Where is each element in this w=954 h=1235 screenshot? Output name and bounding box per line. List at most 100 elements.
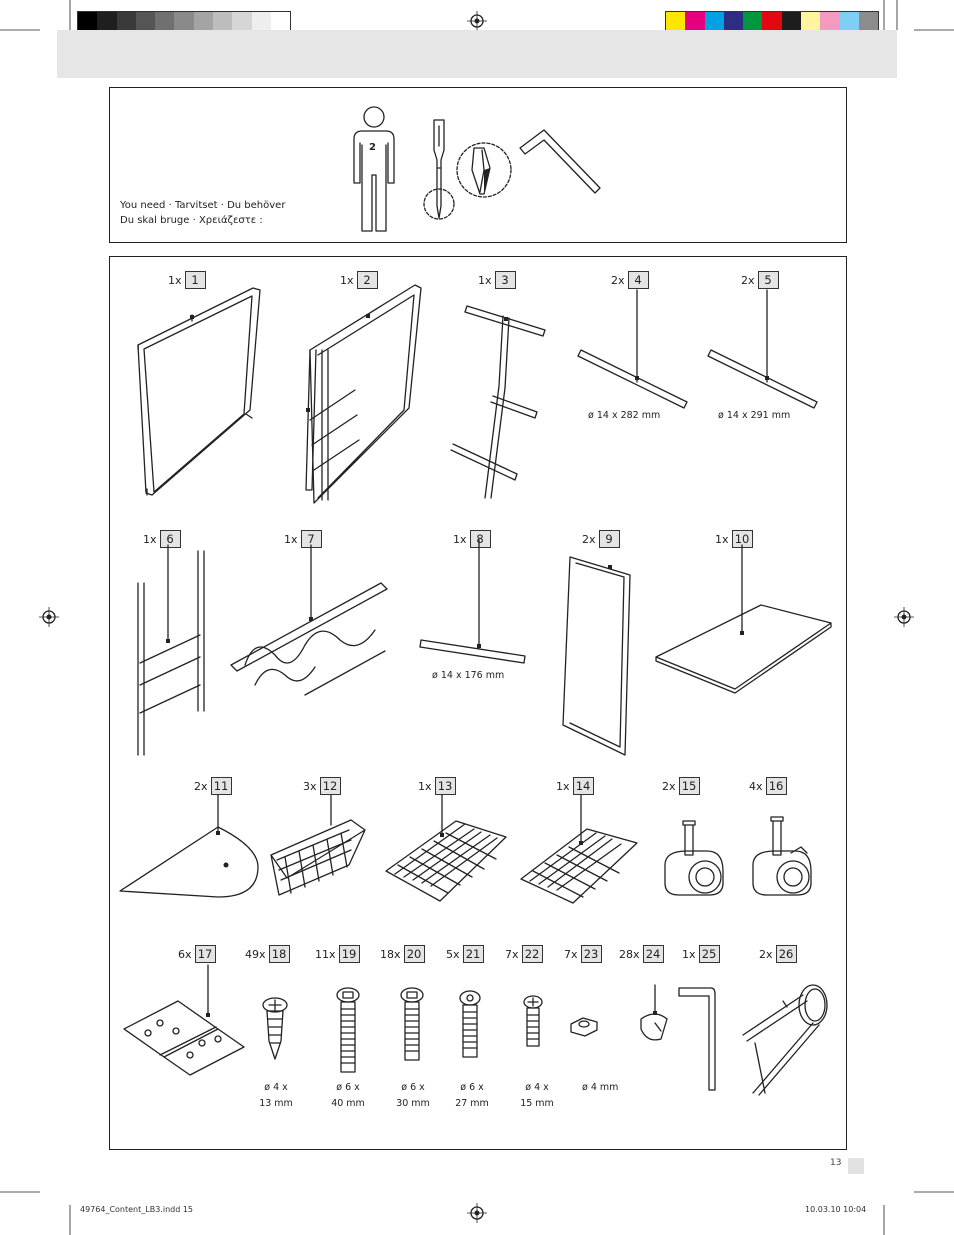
part-number-box: 2 [356, 271, 378, 289]
part-number-box: 25 [698, 945, 720, 963]
color-swatch [723, 12, 744, 34]
part-quantity: 1x [143, 532, 157, 546]
part-quantity: 11x [315, 947, 336, 961]
color-swatch [97, 12, 117, 34]
part-quantity: 28x [619, 947, 640, 961]
color-swatch [704, 12, 724, 34]
part-16-caster-drawing [752, 816, 812, 896]
page-number-tab [848, 1158, 864, 1174]
phillips-bit-icon [456, 142, 512, 198]
part-25-allen-key-drawing [678, 987, 716, 1091]
part-dimension-line-1: ø 4 x [264, 1082, 288, 1093]
color-swatch [232, 12, 252, 34]
part-24-connector-drawing [640, 984, 668, 1041]
part-quantity: 7x [564, 947, 578, 961]
registration-mark-top [467, 11, 487, 31]
part-22-screw-drawing [523, 995, 543, 1047]
part-quantity: 1x [556, 779, 570, 793]
part-12-basket-drawing [270, 794, 366, 896]
part-6-ladder-drawing [137, 544, 205, 756]
color-swatch [78, 12, 98, 34]
part-number-box: 19 [338, 945, 360, 963]
color-swatch [666, 12, 686, 34]
part-2-frame-drawing [305, 284, 422, 504]
tools-needed-text: You need · Tarvitset · Du behöver Du ska… [120, 198, 285, 228]
registration-mark-bottom [467, 1203, 487, 1223]
part-dimension-line-2: 13 mm [259, 1098, 293, 1109]
part-quantity: 2x [759, 947, 773, 961]
part-dimension-line-2: 15 mm [520, 1098, 554, 1109]
process-color-bar [665, 11, 880, 35]
part-number-box: 20 [403, 945, 425, 963]
registration-mark-right [894, 607, 914, 627]
part-26-stool-drawing [742, 984, 828, 1096]
color-swatch [251, 12, 271, 34]
part-number-box: 5 [757, 271, 779, 289]
part-quantity: 2x [582, 532, 596, 546]
part-quantity: 7x [505, 947, 519, 961]
footer-file: 49764_Content_LB3.indd 15 [80, 1205, 194, 1214]
part-number-box: 23 [580, 945, 602, 963]
part-4-rod-drawing [577, 289, 688, 409]
part-quantity: 2x [662, 779, 676, 793]
footer-date: 10.03.10 10:04 [805, 1205, 867, 1214]
color-swatch [135, 12, 156, 34]
part-14-grid-drawing [520, 794, 638, 904]
part-8-rod-drawing [419, 539, 526, 664]
tools-needed-line-1: You need · Tarvitset · Du behöver [120, 200, 286, 211]
part-23-nut-drawing [570, 1017, 598, 1037]
page-number: 13 [830, 1158, 842, 1168]
tools-needed-panel [109, 87, 847, 243]
part-number-box: 12 [319, 777, 341, 795]
part-number-box: 8 [469, 530, 491, 548]
part-quantity: 1x [682, 947, 696, 961]
part-number-box: 18 [268, 945, 290, 963]
part-number-box: 13 [434, 777, 456, 795]
part-quantity: 2x [741, 273, 755, 287]
screwdriver-icon [423, 119, 455, 220]
part-quantity: 1x [715, 532, 729, 546]
part-quantity: 18x [380, 947, 401, 961]
part-quantity: 1x [478, 273, 492, 287]
color-swatch [116, 12, 136, 34]
part-quantity: 1x [340, 273, 354, 287]
part-number-box: 26 [775, 945, 797, 963]
part-quantity: 4x [749, 779, 763, 793]
color-swatch [743, 12, 763, 34]
color-swatch [213, 12, 233, 34]
part-number-box: 24 [642, 945, 664, 963]
tools-needed-line-2: Du skal bruge · Χρειάζεστε : [120, 215, 263, 226]
part-19-screw-drawing [336, 987, 360, 1073]
color-swatch [839, 12, 859, 34]
part-18-screw-drawing [262, 997, 288, 1060]
color-swatch [174, 12, 194, 34]
part-number-box: 14 [572, 777, 594, 795]
color-swatch [820, 12, 840, 34]
part-dimension-line-1: ø 4 mm [582, 1082, 619, 1093]
part-dimension-line-2: 27 mm [455, 1098, 489, 1109]
part-dimension-line-2: 40 mm [331, 1098, 365, 1109]
part-15-caster-drawing [664, 820, 724, 896]
color-swatch [270, 12, 291, 34]
part-quantity: 1x [418, 779, 432, 793]
allen-key-icon [519, 129, 601, 194]
part-number-box: 22 [521, 945, 543, 963]
part-dimension-line-1: ø 6 x [336, 1082, 360, 1093]
part-number-box: 4 [627, 271, 649, 289]
